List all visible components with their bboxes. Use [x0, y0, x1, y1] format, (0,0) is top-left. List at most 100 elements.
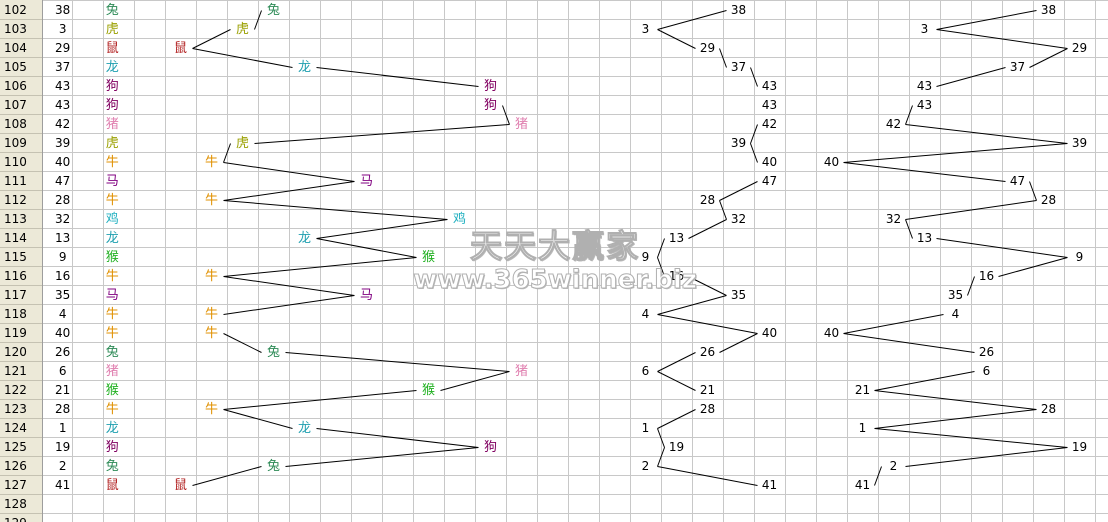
row-header[interactable]: 117	[0, 286, 42, 305]
row-header[interactable]: 104	[0, 39, 42, 58]
number-trend-a-line	[657, 295, 727, 315]
row-header[interactable]: 121	[0, 362, 42, 381]
row-header[interactable]: 127	[0, 476, 42, 495]
zodiac-trend-cell: 牛	[204, 326, 218, 341]
number-trend-b-line	[1029, 48, 1068, 68]
number-trend-a-line	[657, 238, 665, 258]
number-trend-a-line	[719, 200, 727, 220]
number-trend-a-cell: 1	[641, 421, 650, 435]
zodiac-cell: 猪	[105, 364, 119, 379]
number-trend-a-cell: 35	[730, 288, 747, 302]
number-trend-b-cell: 29	[1071, 41, 1088, 55]
number-trend-a-cell: 2	[641, 459, 650, 473]
zodiac-cell: 龙	[105, 231, 119, 246]
zodiac-trend-line	[223, 200, 448, 220]
zodiac-trend-line	[223, 333, 262, 353]
row-header[interactable]: 125	[0, 438, 42, 457]
number-cell: 9	[58, 250, 67, 264]
row-header[interactable]: 103	[0, 20, 42, 39]
number-trend-a-line	[657, 314, 758, 334]
row-header[interactable]: 114	[0, 229, 42, 248]
zodiac-trend-cell: 虎	[235, 136, 249, 151]
row-header[interactable]: 128	[0, 495, 42, 514]
row-header[interactable]: 111	[0, 172, 42, 191]
row-header[interactable]: 109	[0, 134, 42, 153]
number-trend-a-cell: 19	[668, 440, 685, 454]
number-cell: 40	[55, 155, 71, 169]
number-trend-a-cell: 38	[730, 3, 747, 17]
row-header[interactable]: 108	[0, 115, 42, 134]
number-trend-b-cell: 39	[1071, 136, 1088, 150]
number-trend-b-cell: 40	[823, 326, 840, 340]
number-trend-b-line	[905, 219, 913, 239]
number-trend-b-line	[936, 10, 1037, 30]
number-trend-b-cell: 3	[920, 22, 929, 36]
zodiac-cell: 狗	[105, 440, 119, 455]
number-trend-a-cell: 28	[699, 193, 716, 207]
row-header[interactable]: 119	[0, 324, 42, 343]
zodiac-cell: 牛	[105, 307, 119, 322]
number-trend-b-line	[936, 29, 1068, 49]
zodiac-trend-cell: 狗	[483, 440, 497, 455]
zodiac-trend-cell: 牛	[204, 307, 218, 322]
number-trend-a-cell: 40	[761, 155, 778, 169]
row-header[interactable]: 129	[0, 514, 42, 522]
number-cell: 47	[55, 174, 71, 188]
number-cell: 13	[55, 231, 71, 245]
row-header[interactable]: 123	[0, 400, 42, 419]
row-header[interactable]: 116	[0, 267, 42, 286]
number-trend-a-line	[657, 409, 696, 429]
zodiac-trend-line	[223, 162, 355, 182]
zodiac-cell: 虎	[105, 136, 119, 151]
zodiac-cell: 牛	[105, 402, 119, 417]
number-trend-b-line	[843, 333, 975, 353]
row-header[interactable]: 107	[0, 96, 42, 115]
number-trend-b-line	[905, 124, 1068, 144]
number-trend-b-line	[1029, 181, 1037, 201]
number-cell: 21	[55, 383, 71, 397]
row-header[interactable]: 126	[0, 457, 42, 476]
zodiac-trend-cell: 牛	[204, 402, 218, 417]
zodiac-trend-line	[192, 48, 293, 68]
number-trend-a-line	[719, 333, 758, 353]
zodiac-trend-line	[285, 447, 479, 467]
row-header[interactable]: 124	[0, 419, 42, 438]
number-trend-b-cell: 21	[854, 383, 871, 397]
number-trend-a-cell: 6	[641, 364, 650, 378]
row-header[interactable]: 115	[0, 248, 42, 267]
number-trend-a-cell: 29	[699, 41, 716, 55]
row-header[interactable]: 122	[0, 381, 42, 400]
zodiac-trend-cell: 鼠	[173, 478, 187, 493]
number-trend-b-line	[843, 314, 944, 334]
row-header[interactable]: 118	[0, 305, 42, 324]
zodiac-trend-cell: 兔	[266, 345, 280, 360]
number-trend-a-cell: 47	[761, 174, 778, 188]
number-trend-a-line	[657, 257, 665, 277]
row-header[interactable]: 102	[0, 1, 42, 20]
row-header[interactable]: 110	[0, 153, 42, 172]
row-header[interactable]: 120	[0, 343, 42, 362]
number-trend-b-cell: 26	[978, 345, 995, 359]
number-trend-a-cell: 21	[699, 383, 716, 397]
number-trend-b-cell: 16	[978, 269, 995, 283]
zodiac-trend-line	[223, 276, 355, 296]
number-trend-b-cell: 35	[947, 288, 964, 302]
row-header[interactable]: 112	[0, 191, 42, 210]
zodiac-cell: 狗	[105, 98, 119, 113]
zodiac-trend-cell: 鸡	[452, 212, 466, 227]
number-trend-b-line	[967, 276, 975, 296]
zodiac-trend-line	[223, 143, 231, 163]
number-cell: 41	[55, 478, 71, 492]
row-header[interactable]: 105	[0, 58, 42, 77]
number-trend-b-line	[905, 447, 1068, 467]
row-header[interactable]: 113	[0, 210, 42, 229]
zodiac-cell: 鼠	[105, 478, 119, 493]
row-header[interactable]: 106	[0, 77, 42, 96]
number-trend-b-cell: 43	[916, 98, 933, 112]
zodiac-cell: 牛	[105, 269, 119, 284]
number-cell: 32	[55, 212, 71, 226]
number-trend-b-line	[936, 238, 1068, 258]
number-trend-a-cell: 32	[730, 212, 747, 226]
number-trend-a-cell: 4	[641, 307, 650, 321]
